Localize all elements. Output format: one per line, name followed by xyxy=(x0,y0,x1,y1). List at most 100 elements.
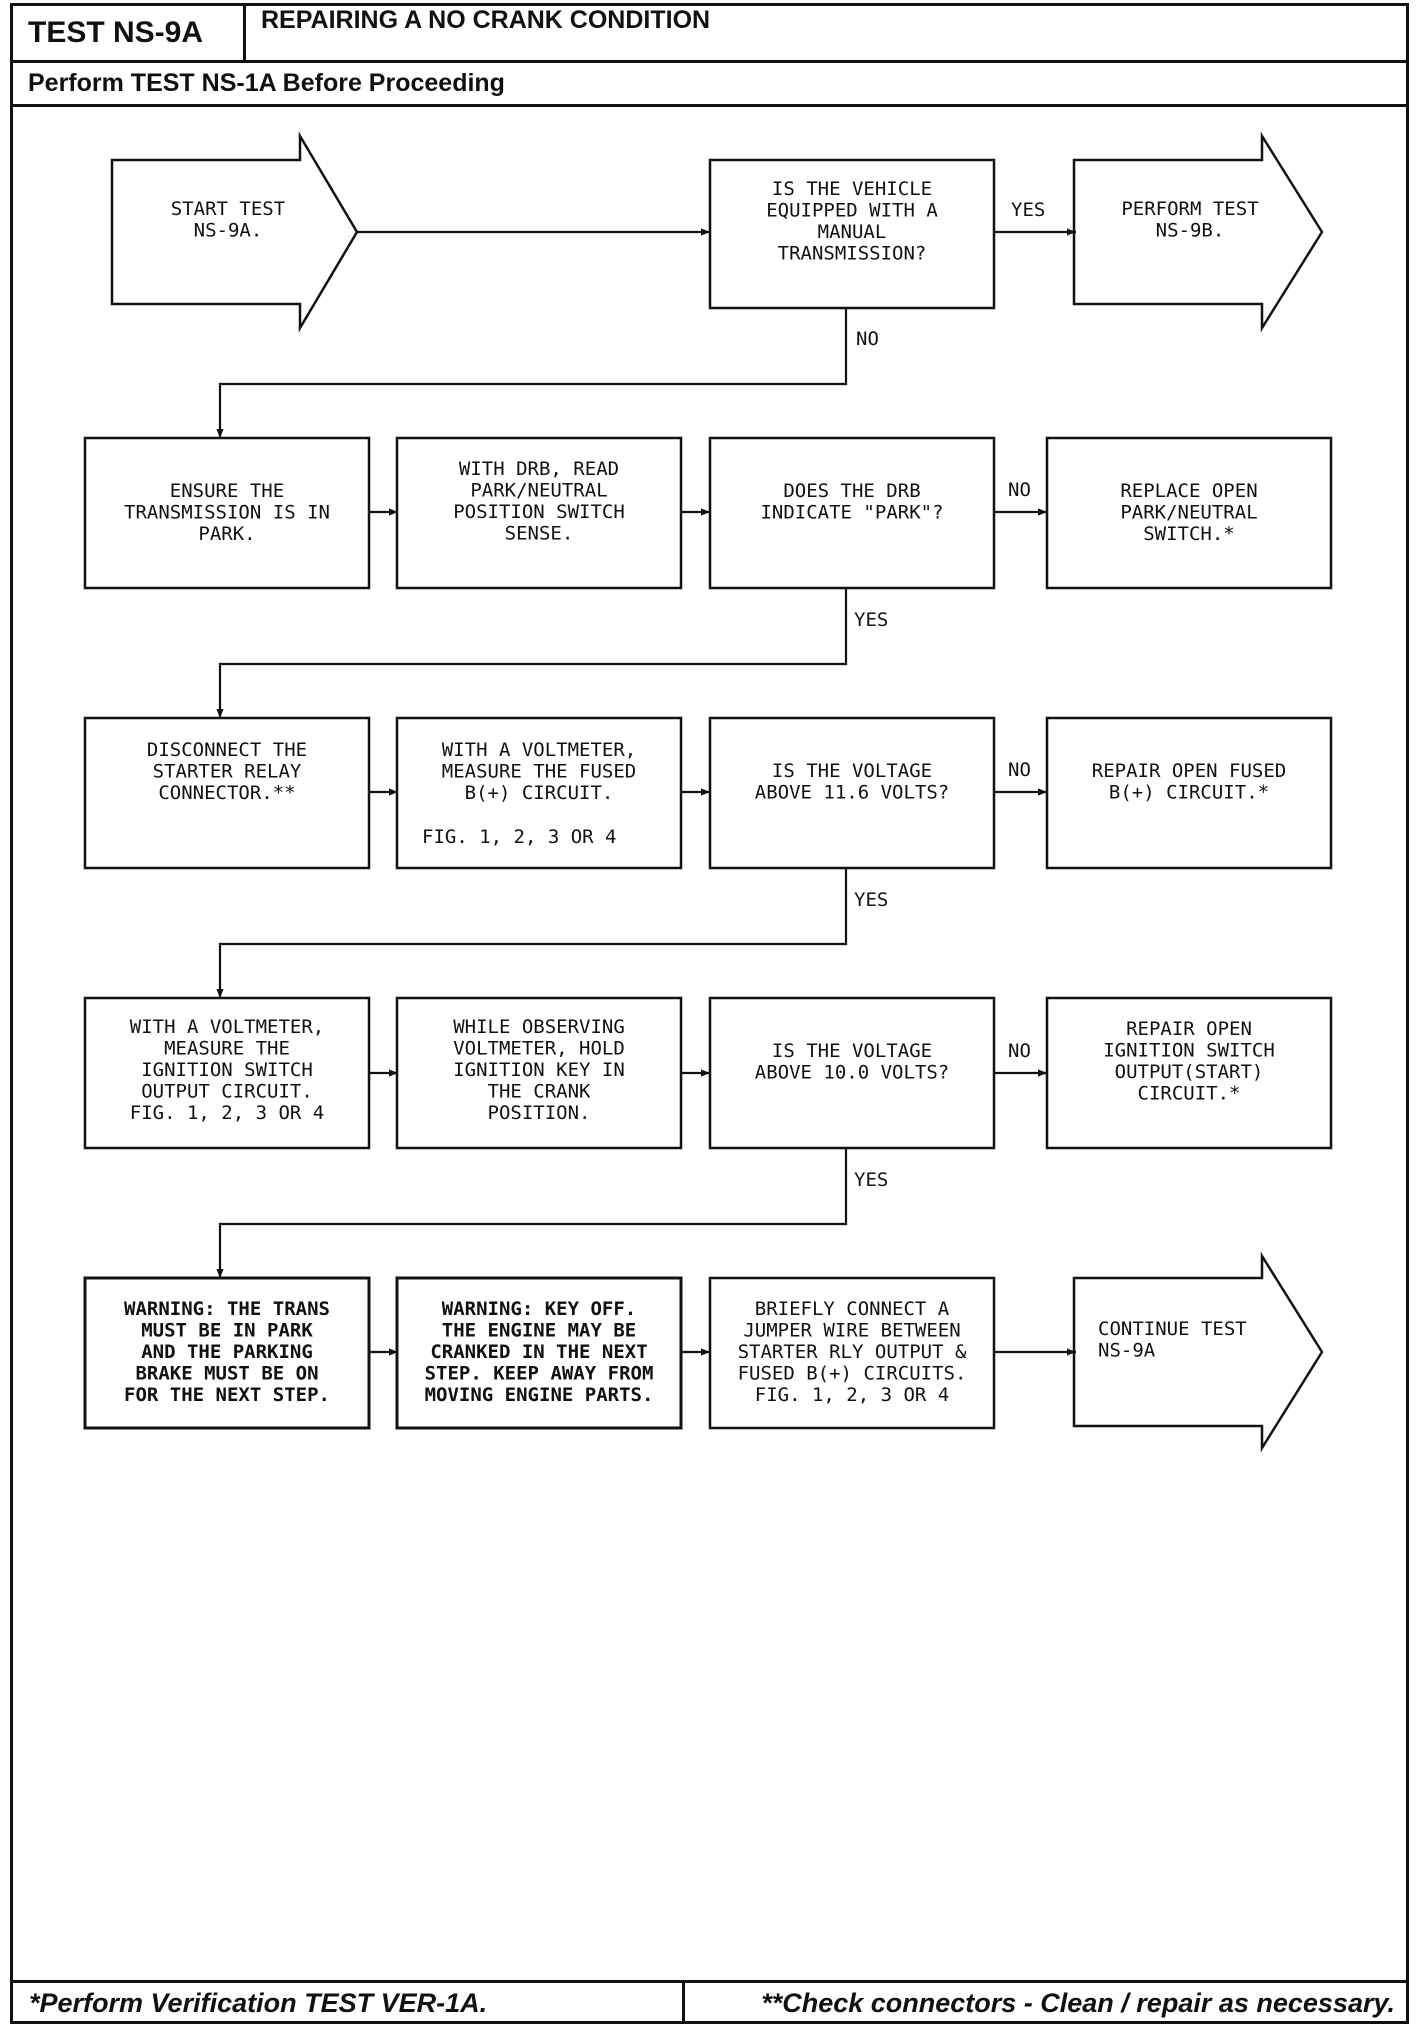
text-line: IS THE VOLTAGE xyxy=(772,760,932,782)
header-bar: TEST NS-9A REPAIRING A NO CRANK CONDITIO… xyxy=(13,6,1409,63)
text-line: PERFORM TEST xyxy=(1121,198,1258,220)
footer-bar: *Perform Verification TEST VER-1A. **Che… xyxy=(13,1980,1409,2024)
no-label-10-0: NO xyxy=(1008,1040,1031,1062)
page-frame xyxy=(10,3,1409,2024)
text-line: DOES THE DRB xyxy=(783,480,920,502)
text-line: STARTER RLY OUTPUT & xyxy=(738,1341,967,1363)
text-line: AND THE PARKING xyxy=(141,1341,313,1363)
connector-yes-down-4 xyxy=(216,1148,848,1278)
text-line: WHILE OBSERVING xyxy=(453,1016,625,1038)
connector-yes-down-3 xyxy=(216,868,848,998)
text-line: WARNING: THE TRANS xyxy=(124,1298,330,1320)
text-line: IGNITION SWITCH xyxy=(1103,1040,1275,1062)
text-line: IGNITION SWITCH xyxy=(141,1059,313,1081)
text-line: MUST BE IN PARK xyxy=(141,1320,313,1342)
text-line: DISCONNECT THE xyxy=(147,739,307,761)
text-line: BRAKE MUST BE ON xyxy=(135,1363,318,1385)
goto-ns9b-arrow-shape xyxy=(1072,131,1324,333)
text-line: SWITCH.* xyxy=(1143,523,1235,545)
text-line: FIG. 1, 2, 3 OR 4 xyxy=(755,1384,949,1406)
text-line: IS THE VEHICLE xyxy=(772,178,932,200)
text-line: PARK. xyxy=(198,523,255,545)
text-line: REPAIR OPEN FUSED xyxy=(1092,760,1286,782)
yes-label-11-6: YES xyxy=(854,889,888,911)
test-id: TEST NS-9A xyxy=(13,6,246,60)
text-line: SENSE. xyxy=(505,523,574,545)
step-measure-fused-fig: FIG. 1, 2, 3 OR 4 xyxy=(422,826,616,848)
start-arrow-shape xyxy=(110,131,359,333)
text-line: ABOVE 11.6 VOLTS? xyxy=(755,782,949,804)
text-line: CIRCUIT.* xyxy=(1138,1083,1241,1105)
text-line: PARK/NEUTRAL xyxy=(1120,502,1257,524)
no-label-manual: NO xyxy=(856,328,879,350)
no-label-11-6: NO xyxy=(1008,759,1031,781)
step-repair-fused xyxy=(1045,716,1333,870)
text-line: B(+) CIRCUIT. xyxy=(465,782,614,804)
connector-no-down xyxy=(216,308,848,438)
text-line: ENSURE THE xyxy=(170,480,284,502)
text-line: WITH A VOLTMETER, xyxy=(442,739,636,761)
text-line: MOVING ENGINE PARTS. xyxy=(425,1384,654,1406)
text-line: OUTPUT CIRCUIT. xyxy=(141,1081,313,1103)
text-line: REPAIR OPEN xyxy=(1126,1018,1252,1040)
text-line: NS-9A xyxy=(1098,1340,1156,1362)
text-line: FIG. 1, 2, 3 OR 4 xyxy=(130,1102,324,1124)
yes-label-manual: YES xyxy=(1011,199,1045,221)
no-label-park: NO xyxy=(1008,479,1031,501)
text-line: THE CRANK xyxy=(488,1081,592,1103)
text-line: MANUAL xyxy=(818,221,887,243)
text-line: TRANSMISSION IS IN xyxy=(124,502,330,524)
text-line: POSITION. xyxy=(488,1102,591,1124)
text-line: TRANSMISSION? xyxy=(778,243,927,265)
text-line: OUTPUT(START) xyxy=(1115,1061,1264,1083)
text-line: MEASURE THE FUSED xyxy=(442,761,636,783)
text-line: REPLACE OPEN xyxy=(1120,480,1257,502)
text-line: FOR THE NEXT STEP. xyxy=(124,1384,330,1406)
page-title: REPAIRING A NO CRANK CONDITION xyxy=(261,6,711,34)
text-line: WITH DRB, READ xyxy=(459,458,619,480)
text-line: VOLTMETER, HOLD xyxy=(453,1038,625,1060)
text-line: B(+) CIRCUIT.* xyxy=(1109,782,1269,804)
text-line: STARTER RELAY xyxy=(153,761,302,783)
continue-arrow-shape xyxy=(1072,1251,1324,1453)
text-line: MEASURE THE xyxy=(164,1038,290,1060)
text-line: CRANKED IN THE NEXT xyxy=(430,1341,647,1363)
text-line: CONNECTOR.** xyxy=(158,782,295,804)
text-line: PARK/NEUTRAL xyxy=(470,480,607,502)
yes-label-10-0: YES xyxy=(854,1169,888,1191)
text-line: NS-9B. xyxy=(1156,220,1225,242)
text-line: IGNITION KEY IN xyxy=(453,1059,625,1081)
step-repair-ign xyxy=(1045,996,1333,1150)
decision-manual-transmission xyxy=(708,158,996,310)
yes-label-park: YES xyxy=(854,609,888,631)
text-line: ABOVE 10.0 VOLTS? xyxy=(755,1062,949,1084)
text-line: IS THE VOLTAGE xyxy=(772,1040,932,1062)
text-line: CONTINUE TEST xyxy=(1098,1318,1247,1340)
text-line: EQUIPPED WITH A xyxy=(766,200,938,222)
text-line: INDICATE "PARK"? xyxy=(760,502,943,524)
text-line: THE ENGINE MAY BE xyxy=(442,1320,636,1342)
text-line: FUSED B(+) CIRCUITS. xyxy=(738,1363,967,1385)
text-line: NS-9A. xyxy=(194,220,263,242)
text-line: START TEST xyxy=(171,198,285,220)
step-replace-switch xyxy=(1045,436,1333,590)
